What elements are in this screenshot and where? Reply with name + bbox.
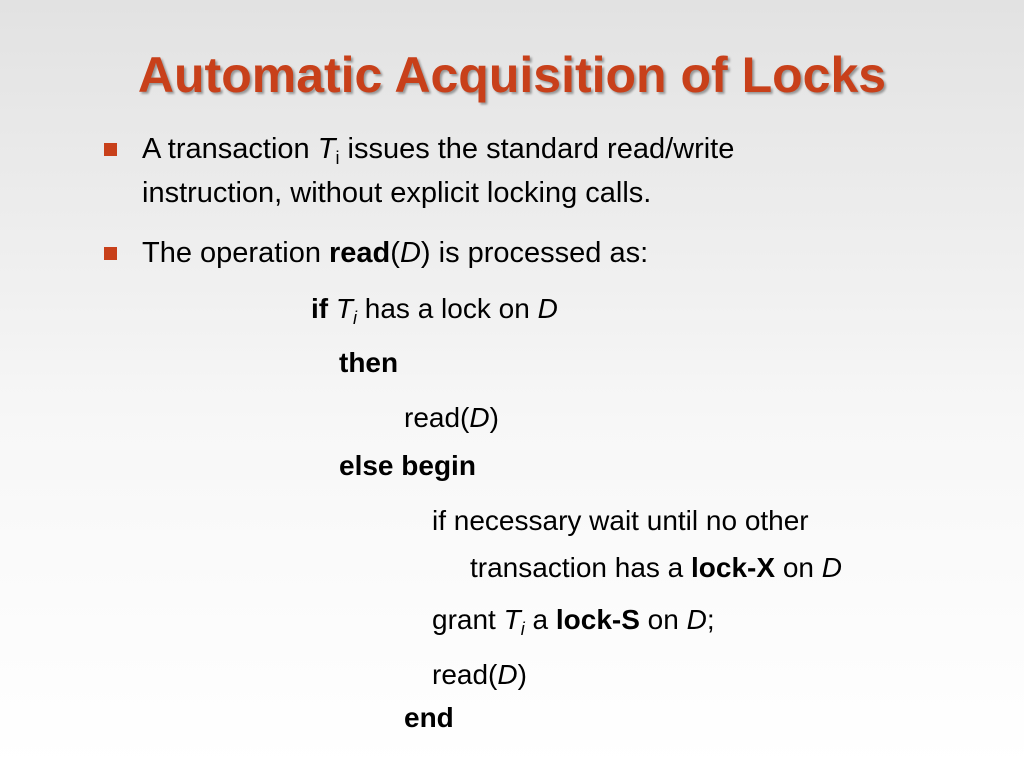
bullet-1-line-1: A transaction Ti issues the standard rea… xyxy=(142,128,734,170)
kw-then: then xyxy=(339,347,399,378)
var-T: T xyxy=(503,604,521,635)
code-read-1: read(D) xyxy=(404,400,499,436)
subscript-i: i xyxy=(520,619,525,639)
square-bullet-icon xyxy=(104,247,117,260)
subscript-i: i xyxy=(335,148,340,168)
code-then-line: then xyxy=(339,345,398,381)
bullet-1-line-2: instruction, without explicit locking ca… xyxy=(142,177,652,209)
kw-end: end xyxy=(404,702,454,733)
semicolon: ; xyxy=(706,604,715,635)
bullet-1-text-post: issues the standard read/write xyxy=(339,133,735,165)
slide-title: Automatic Acquisition of Locks xyxy=(137,47,887,103)
bullet-1-text-pre: A transaction xyxy=(142,133,318,165)
var-D: D xyxy=(399,237,421,269)
code-wait-line-1: if necessary wait until no other xyxy=(432,505,809,536)
code-end-line: end xyxy=(404,700,454,736)
bullet-2-text-pre: The operation xyxy=(142,237,330,269)
var-D: D xyxy=(537,293,558,324)
var-D: D xyxy=(686,604,707,635)
code-if-text: has a lock on xyxy=(357,293,538,324)
var-T: T xyxy=(335,293,353,324)
square-bullet-icon xyxy=(104,143,117,156)
bullet-2-text-post: is processed as: xyxy=(430,237,649,269)
paren-close: ) xyxy=(489,402,499,433)
code-else-line: else begin xyxy=(339,448,476,484)
var-D: D xyxy=(821,552,842,583)
code-grant-line: grant Ti a lock-S on D; xyxy=(432,602,715,638)
paren-open: ( xyxy=(390,237,400,269)
paren-close: ) xyxy=(420,237,431,269)
var-T: T xyxy=(317,133,336,165)
on-text: on xyxy=(775,552,822,583)
lock-x: lock-X xyxy=(691,552,776,583)
kw-else-begin: else begin xyxy=(339,450,476,481)
code-read-2: read(D) xyxy=(432,657,527,693)
bullet-2-line: The operation read(D) is processed as: xyxy=(142,232,648,274)
read-call: read( xyxy=(432,659,498,690)
code-if-line: if Ti has a lock on D xyxy=(311,291,558,327)
paren-close: ) xyxy=(517,659,527,690)
kw-if: if xyxy=(311,293,329,324)
read-call: read( xyxy=(404,402,470,433)
var-D: D xyxy=(469,402,490,433)
wait-text: transaction has a xyxy=(470,552,692,583)
code-wait-line-2: transaction has a lock-X on D xyxy=(470,550,842,586)
a-text: a xyxy=(524,604,556,635)
op-read: read xyxy=(329,237,391,269)
subscript-i: i xyxy=(353,308,357,328)
on-text: on xyxy=(639,604,687,635)
var-D: D xyxy=(497,659,518,690)
lock-s: lock-S xyxy=(555,604,640,635)
grant-text: grant xyxy=(432,604,504,635)
